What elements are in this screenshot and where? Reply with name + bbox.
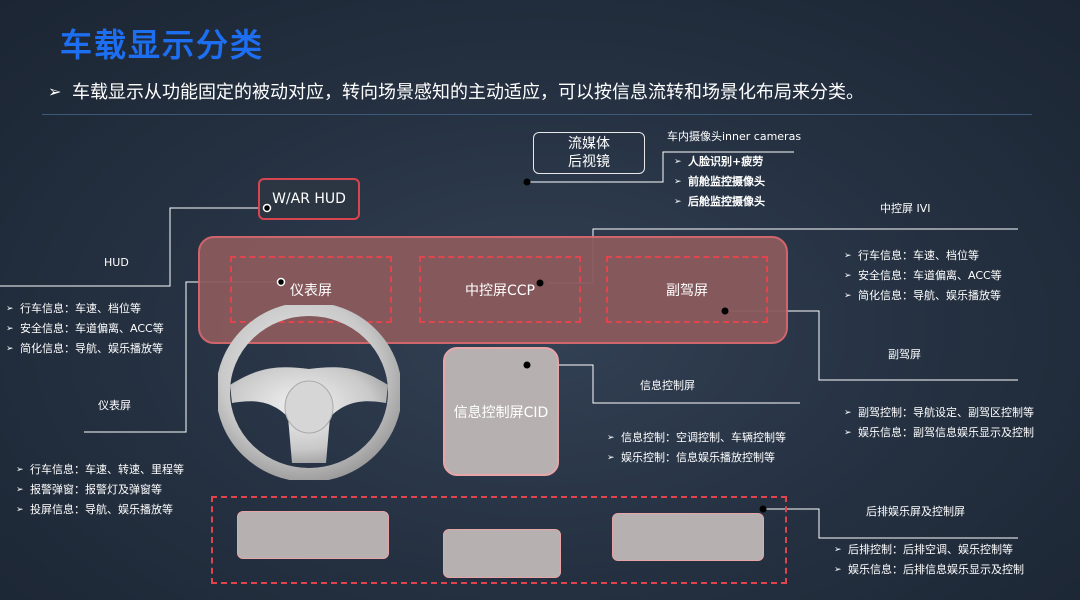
list-item-text: 投屏信息：导航、娱乐播放等: [30, 503, 173, 516]
cluster-dot: [276, 277, 286, 287]
list-item-text: 后排控制：后排空调、娱乐控制等: [848, 543, 1013, 556]
arrow-bullet-icon: ➢: [834, 565, 842, 575]
arrow-bullet-icon: ➢: [834, 545, 842, 555]
list-item-text: 人脸识别+疲劳: [688, 155, 764, 168]
cluster-list: ➢ 行车信息：车速、转速、里程等 ➢ 报警弹窗：报警灯及弹窗等 ➢ 投屏信息：导航、娱…: [16, 460, 184, 520]
hud-list: ➢ 行车信息：车速、档位等 ➢ 安全信息：车道偏离、ACC等 ➢ 简化信息：导航、娱乐…: [6, 299, 164, 359]
list-item-text: 后舱监控摄像头: [688, 195, 765, 208]
rear-list: ➢ 后排控制：后排空调、娱乐控制等 ➢ 娱乐信息：后排信息娱乐显示及控制: [834, 540, 1024, 580]
rear-screen-center: [443, 529, 561, 578]
cid-screen-label: 信息控制屏CID: [453, 404, 549, 421]
arrow-bullet-icon: ➢: [674, 157, 682, 167]
list-item: ➢ 报警弹窗：报警灯及弹窗等: [16, 480, 184, 500]
passenger-screen: 副驾屏: [606, 256, 768, 323]
arrow-bullet-icon: ➢: [6, 344, 14, 354]
list-item: ➢ 简化信息：导航、娱乐播放等: [844, 286, 1002, 306]
arrow-bullet-icon: ➢: [6, 324, 14, 334]
rear-screens-frame: [211, 496, 787, 584]
hud-dot: [262, 203, 272, 213]
list-item-text: 报警弹窗：报警灯及弹窗等: [30, 483, 162, 496]
arrow-bullet-icon: ➢: [674, 177, 682, 187]
hud-title: HUD: [104, 256, 129, 269]
list-item-text: 行车信息：车速、转速、里程等: [30, 463, 184, 476]
list-item-text: 娱乐控制：信息娱乐播放控制等: [621, 451, 775, 464]
inner-cameras-title: 车内摄像头inner cameras: [667, 130, 802, 143]
info-control-list: ➢ 信息控制：空调控制、车辆控制等 ➢ 娱乐控制：信息娱乐播放控制等: [607, 428, 786, 468]
cid-screen: 信息控制屏CID: [443, 347, 559, 476]
ccp-screen: 中控屏CCP: [419, 256, 581, 323]
arrow-bullet-icon: ➢: [844, 291, 852, 301]
list-item: ➢ 前舱监控摄像头: [674, 172, 765, 192]
list-item-text: 前舱监控摄像头: [688, 175, 765, 188]
rear-screen-right: [612, 513, 764, 561]
list-item: ➢ 安全信息：车道偏离、ACC等: [6, 319, 164, 339]
list-item-text: 娱乐信息：后排信息娱乐显示及控制: [848, 563, 1024, 576]
ccp-dot: [536, 279, 544, 287]
subtitle-text: 车载显示从功能固定的被动对应，转向场景感知的主动适应，可以按信息流转和场景化布局…: [72, 82, 864, 103]
list-item-text: 安全信息：车道偏离、ACC等: [858, 269, 1002, 282]
passenger-dot: [721, 307, 729, 315]
list-item: ➢ 行车信息：车速、转速、里程等: [16, 460, 184, 480]
title-divider: [42, 114, 1032, 115]
list-item-text: 简化信息：导航、娱乐播放等: [20, 342, 163, 355]
arrow-bullet-icon: ➢: [607, 453, 615, 463]
list-item-text: 副驾控制：导航设定、副驾区控制等: [858, 406, 1034, 419]
cid-dot: [523, 361, 531, 369]
passenger-title: 副驾屏: [888, 348, 921, 361]
ivi-list: ➢ 行车信息：车速、档位等 ➢ 安全信息：车道偏离、ACC等 ➢ 简化信息：导航、娱乐…: [844, 246, 1002, 306]
steering-wheel-icon: [218, 305, 400, 480]
hud-box: W/AR HUD: [258, 178, 360, 220]
arrow-bullet-icon: ➢: [844, 271, 852, 281]
ccp-screen-label: 中控屏CCP: [465, 282, 535, 299]
dashboard-panel: [198, 236, 788, 344]
list-item: ➢ 后排控制：后排空调、娱乐控制等: [834, 540, 1024, 560]
mirror-dot: [523, 178, 531, 186]
rear-title: 后排娱乐屏及控制屏: [866, 505, 965, 518]
stream-line1: 流媒体: [568, 136, 610, 152]
arrow-bullet-icon: ➢: [16, 505, 24, 515]
arrow-bullet-icon: ➢: [844, 251, 852, 261]
arrow-bullet-icon: ➢: [607, 433, 615, 443]
inner-cameras-list: ➢ 人脸识别+疲劳 ➢ 前舱监控摄像头 ➢ 后舱监控摄像头: [674, 152, 765, 212]
list-item: ➢ 行车信息：车速、档位等: [844, 246, 1002, 266]
rear-dot: [759, 505, 767, 513]
list-item: ➢ 娱乐信息：后排信息娱乐显示及控制: [834, 560, 1024, 580]
list-item: ➢ 副驾控制：导航设定、副驾区控制等: [844, 403, 1034, 423]
cluster-screen-label: 仪表屏: [290, 282, 332, 299]
list-item-text: 安全信息：车道偏离、ACC等: [20, 322, 164, 335]
list-item: ➢ 安全信息：车道偏离、ACC等: [844, 266, 1002, 286]
arrow-bullet-icon: ➢: [16, 465, 24, 475]
info-control-title: 信息控制屏: [640, 379, 695, 392]
cluster-title: 仪表屏: [98, 399, 131, 412]
list-item-text: 娱乐信息：副驾信息娱乐显示及控制: [858, 426, 1034, 439]
arrow-bullet-icon: ➢: [674, 197, 682, 207]
cluster-screen: 仪表屏: [230, 256, 392, 323]
list-item: ➢ 人脸识别+疲劳: [674, 152, 765, 172]
list-item: ➢ 娱乐信息：副驾信息娱乐显示及控制: [844, 423, 1034, 443]
stream-line2: 后视镜: [568, 154, 610, 170]
list-item: ➢ 简化信息：导航、娱乐播放等: [6, 339, 164, 359]
arrow-bullet-icon: ➢: [48, 81, 62, 101]
list-item: ➢ 信息控制：空调控制、车辆控制等: [607, 428, 786, 448]
list-item-text: 行车信息：车速、档位等: [20, 302, 141, 315]
list-item-text: 信息控制：空调控制、车辆控制等: [621, 431, 786, 444]
list-item-text: 简化信息：导航、娱乐播放等: [858, 289, 1001, 302]
list-item: ➢ 娱乐控制：信息娱乐播放控制等: [607, 448, 786, 468]
ivi-title: 中控屏 IVI: [880, 202, 931, 215]
subtitle: ➢ 车载显示从功能固定的被动对应，转向场景感知的主动适应，可以按信息流转和场景化…: [48, 78, 864, 104]
streaming-rearview-mirror: 流媒体 后视镜: [533, 132, 645, 174]
arrow-bullet-icon: ➢: [844, 428, 852, 438]
page-title: 车载显示分类: [60, 26, 265, 64]
rear-screen-left: [237, 511, 389, 559]
list-item-text: 行车信息：车速、档位等: [858, 249, 979, 262]
arrow-bullet-icon: ➢: [6, 304, 14, 314]
passenger-screen-label: 副驾屏: [666, 282, 708, 299]
passenger-list: ➢ 副驾控制：导航设定、副驾区控制等 ➢ 娱乐信息：副驾信息娱乐显示及控制: [844, 403, 1034, 443]
arrow-bullet-icon: ➢: [16, 485, 24, 495]
list-item: ➢ 后舱监控摄像头: [674, 192, 765, 212]
arrow-bullet-icon: ➢: [844, 408, 852, 418]
list-item: ➢ 行车信息：车速、档位等: [6, 299, 164, 319]
list-item: ➢ 投屏信息：导航、娱乐播放等: [16, 500, 184, 520]
